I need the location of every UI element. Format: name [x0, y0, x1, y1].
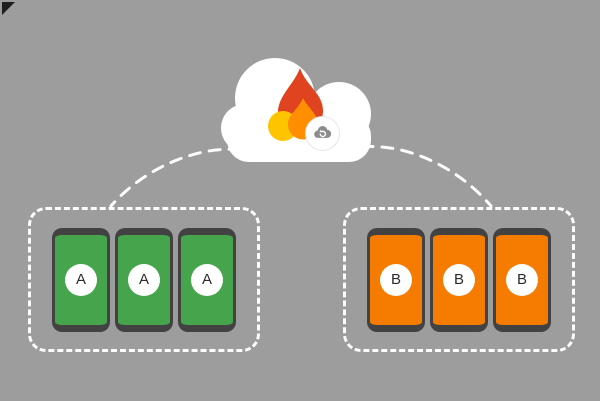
cloud-sync-icon: [314, 126, 332, 138]
tester-group-a-box: A A A: [28, 207, 260, 352]
device-b-2: B: [430, 227, 488, 332]
tester-group-b-box: B B B: [343, 207, 575, 352]
device-b-1-label: B: [380, 263, 412, 296]
device-a-1: A: [52, 227, 110, 332]
device-a-1-label: A: [65, 263, 97, 296]
device-b-3-label: B: [506, 263, 538, 296]
cloud-sync-badge: [306, 117, 339, 150]
device-b-2-label: B: [443, 263, 475, 296]
device-a-3-label: A: [191, 263, 223, 296]
device-b-3: B: [493, 227, 551, 332]
device-b-1: B: [367, 227, 425, 332]
corner-mark: [2, 2, 15, 15]
device-a-2-label: A: [128, 263, 160, 296]
device-a-2: A: [115, 227, 173, 332]
device-a-3: A: [178, 227, 236, 332]
